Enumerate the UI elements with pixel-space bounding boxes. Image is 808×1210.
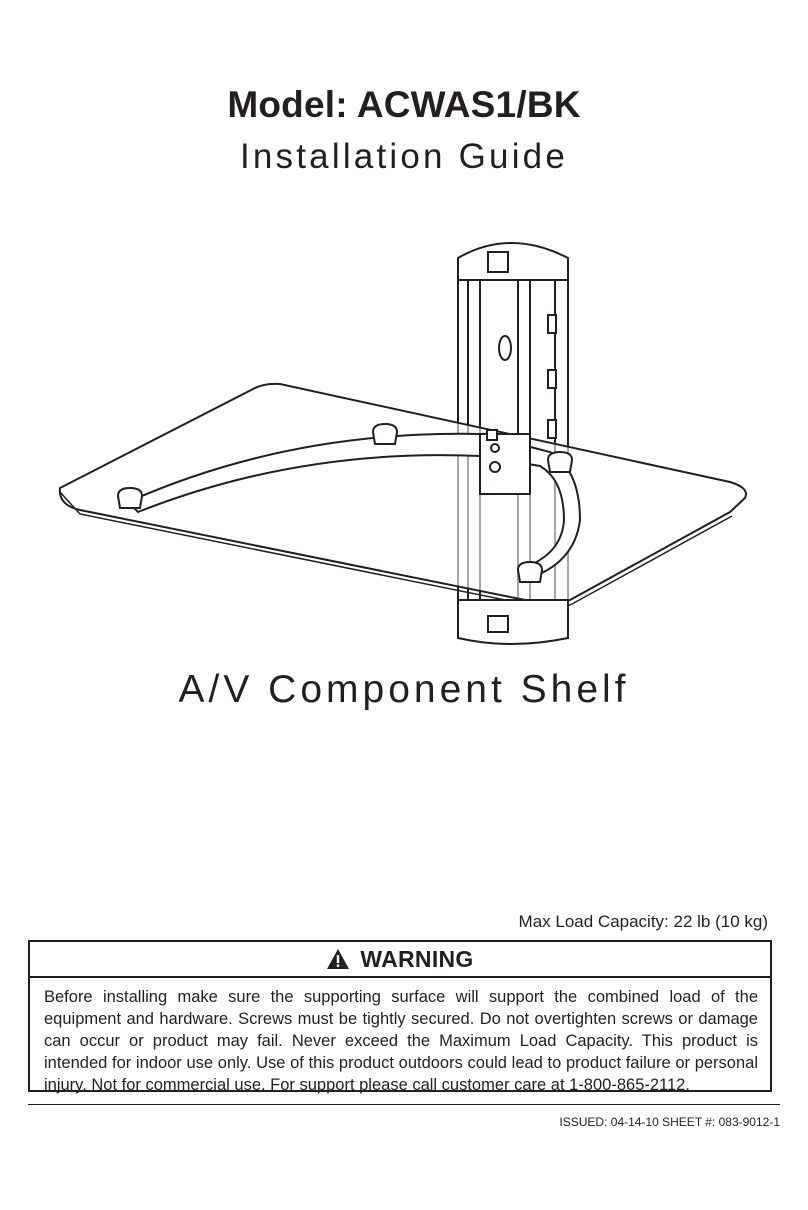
warning-triangle-icon (327, 949, 350, 969)
warning-title: WARNING (360, 945, 474, 972)
support-bracket (126, 429, 582, 578)
max-load-capacity: Max Load Capacity: 22 lb (10 kg) (518, 912, 768, 931)
glass-clamps (116, 422, 574, 583)
shelf-illustration (58, 242, 747, 645)
model-title: Model: ACWAS1/BK (227, 84, 581, 125)
warning-box: WARNING Before installing make sure the … (28, 940, 772, 1094)
footer-rule (28, 1104, 780, 1105)
guide-subtitle: Installation Guide (239, 137, 569, 176)
warning-text: Before installing make sure the supporti… (44, 988, 758, 1094)
issued-sheet-number: ISSUED: 04-14-10 SHEET #: 083-9012-1 (559, 1115, 780, 1129)
pole-lower (457, 599, 569, 645)
product-name: A/V Component Shelf (178, 668, 630, 711)
warning-header: WARNING (30, 942, 770, 978)
glass-shelf (58, 382, 747, 606)
